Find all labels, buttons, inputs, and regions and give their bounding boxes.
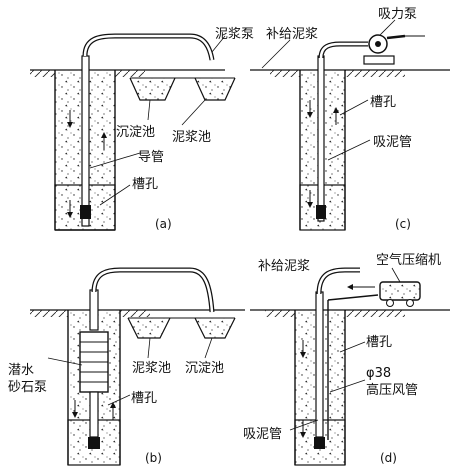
panel-b: 潜水 砂石泵 泥浆池 沉淀池 槽孔 (b) xyxy=(8,267,245,466)
label-mud-tank-b: 泥浆池 xyxy=(132,361,171,376)
label-supply-mud-a: 补给泥浆 xyxy=(266,27,318,42)
label-guide-pipe: 导管 xyxy=(138,150,164,165)
label-trench-a: 槽孔 xyxy=(132,177,158,192)
caption-c: (c) xyxy=(395,217,411,231)
panel-b-flow-arrows xyxy=(72,400,116,420)
panel-a-guide-pipe xyxy=(80,33,215,227)
panel-c-ground xyxy=(250,69,450,77)
panel-d-ground xyxy=(250,309,450,317)
label-air-pipe: 高压风管 xyxy=(366,382,418,398)
suction-pump-icon xyxy=(363,34,425,65)
panel-c-flow-arrows xyxy=(307,100,339,208)
label-air-compressor: 空气压缩机 xyxy=(376,252,441,268)
caption-d: (d) xyxy=(380,451,397,465)
caption-a: (a) xyxy=(155,217,172,231)
panel-c-leaders xyxy=(327,19,396,161)
label-submersible-line2: 砂石泵 xyxy=(8,380,47,395)
label-trench-c: 槽孔 xyxy=(370,95,396,110)
caption-b: (b) xyxy=(145,451,162,465)
label-settling-tank-a: 沉淀池 xyxy=(116,125,155,140)
label-suction-pipe-c: 吸泥管 xyxy=(373,135,412,150)
label-pipe-diameter: φ38 xyxy=(366,366,391,381)
panel-d-air-pipe xyxy=(327,284,379,440)
panel-d-leaders xyxy=(289,267,401,431)
label-mud-pump: 泥浆泵 xyxy=(215,27,254,42)
label-settling-tank-b: 沉淀池 xyxy=(185,361,224,376)
panel-b-tanks xyxy=(127,317,236,339)
panel-a-leaders xyxy=(89,35,291,206)
panel-a-flow-arrows xyxy=(67,110,107,218)
panel-a: 泥浆泵 补给泥浆 沉淀池 泥浆池 导管 槽孔 (a) xyxy=(30,27,318,231)
submersible-pump-icon xyxy=(79,289,109,449)
label-suction-pipe-d: 吸泥管 xyxy=(243,427,282,442)
air-compressor-icon xyxy=(379,281,421,307)
label-trench-d: 槽孔 xyxy=(366,335,392,350)
panel-d: 补给泥浆 空气压缩机 槽孔 φ38 高压风管 吸泥管 (d) xyxy=(243,252,450,466)
label-submersible-line1: 潜水 xyxy=(8,363,34,378)
label-suction-pump: 吸力泵 xyxy=(378,7,417,22)
label-trench-b: 槽孔 xyxy=(131,391,157,406)
panel-c-suction-pipe xyxy=(316,41,368,222)
panel-b-ground xyxy=(30,309,245,317)
label-supply-mud-d: 补给泥浆 xyxy=(258,259,310,274)
panel-d-suction-pipe xyxy=(314,267,360,449)
panel-c: 吸力泵 槽孔 吸泥管 (c) xyxy=(250,7,450,231)
panel-a-tanks xyxy=(129,77,236,101)
panel-b-discharge-pipe xyxy=(91,267,215,313)
panel-b-leaders xyxy=(47,337,213,406)
label-mud-tank-a: 泥浆池 xyxy=(172,130,211,145)
